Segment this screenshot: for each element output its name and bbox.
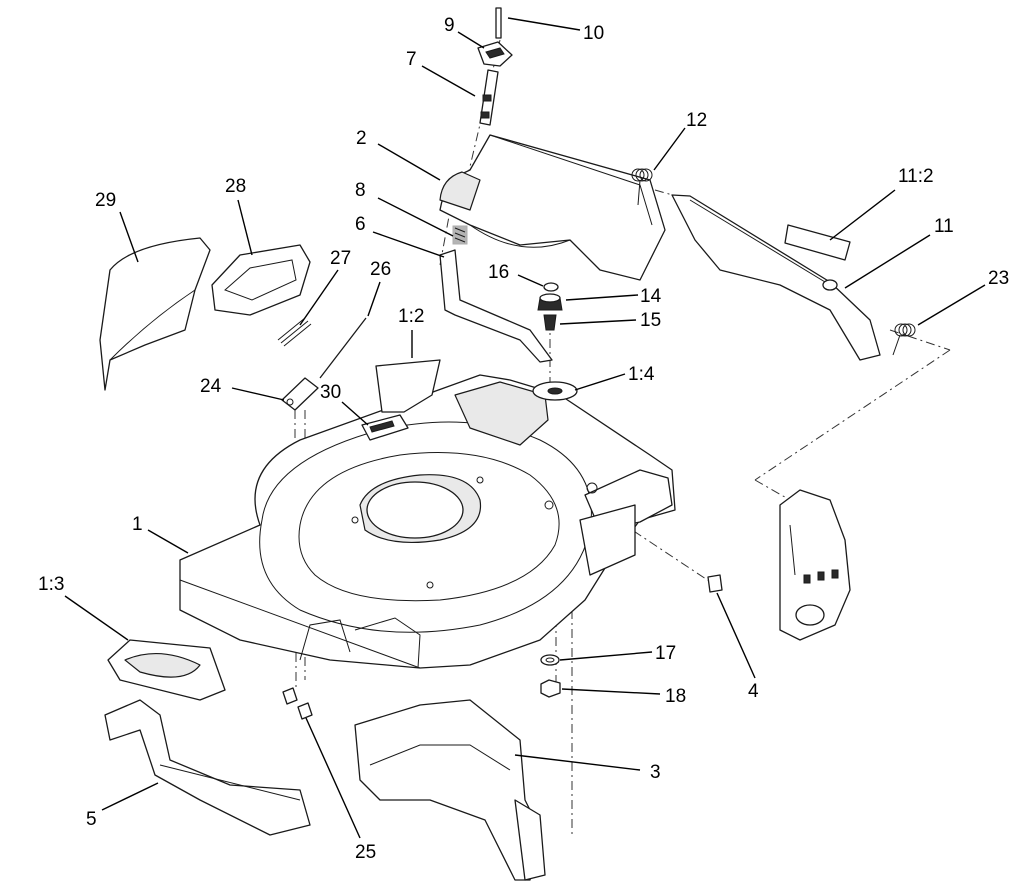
callout-17: 17	[655, 643, 676, 664]
cover-part-29	[99, 237, 211, 391]
callout-6: 6	[355, 214, 366, 235]
callout-1-4: 1:4	[628, 364, 655, 385]
pin-part-10	[495, 7, 502, 39]
callout-5: 5	[86, 809, 97, 830]
spring-part-23	[892, 323, 916, 356]
bracket-part-5	[104, 699, 311, 836]
shroud-part-2	[439, 134, 666, 281]
callout-15: 15	[640, 310, 661, 331]
callout-10: 10	[583, 23, 604, 44]
callout-24: 24	[200, 376, 222, 397]
callout-11: 11	[934, 216, 954, 237]
decal-part-1-2	[375, 359, 441, 413]
callout-labels: 10 9 7 2 12 11:2 8 29 28 6 11 27 26 16 2…	[38, 15, 1009, 863]
callout-25: 25	[355, 842, 376, 863]
callout-29: 29	[95, 190, 116, 211]
callout-27: 27	[330, 248, 351, 269]
callout-2: 2	[356, 128, 367, 149]
callout-12: 12	[686, 110, 707, 131]
callout-18: 18	[665, 686, 686, 707]
bushing-part-15	[543, 314, 557, 331]
callout-30: 30	[320, 382, 341, 403]
callout-11-2: 11:2	[898, 166, 934, 187]
callout-28: 28	[225, 176, 246, 197]
gear-part-14	[537, 293, 563, 311]
link-part-24	[281, 377, 319, 411]
label-part-30	[361, 414, 409, 441]
decal-part-1-3	[107, 639, 226, 701]
bracket-part-11	[671, 194, 881, 361]
spring-part-8	[452, 225, 468, 245]
plate-part-1-4	[532, 381, 578, 401]
callout-3: 3	[650, 762, 661, 783]
callout-7: 7	[406, 49, 417, 70]
bolt-part-4	[707, 574, 723, 593]
lever-part-6	[439, 249, 553, 363]
nut-part-18	[540, 679, 561, 698]
callout-8: 8	[355, 180, 366, 201]
spring-part-12	[631, 168, 653, 206]
bracket-part-28	[211, 244, 311, 316]
callout-leaders	[64, 17, 986, 839]
deck-part-1	[179, 374, 676, 669]
side-mount-bracket	[779, 489, 851, 641]
rod-part-7	[479, 69, 499, 126]
callout-1-2: 1:2	[398, 306, 424, 327]
nuts-part-25	[282, 687, 313, 720]
washer-part-16	[543, 282, 559, 292]
callout-1-3: 1:3	[38, 574, 64, 595]
decal-part-11-2	[784, 224, 851, 261]
spring-part-27	[277, 317, 312, 347]
callout-9: 9	[444, 15, 455, 36]
knob-part-9	[477, 41, 513, 67]
rod-part-26	[319, 317, 367, 379]
callout-26: 26	[370, 259, 391, 280]
callout-4: 4	[748, 681, 759, 702]
washer-part-17	[540, 654, 560, 666]
callout-1: 1	[132, 514, 143, 535]
chute-part-3	[354, 699, 546, 881]
callout-23: 23	[988, 268, 1009, 289]
callout-16: 16	[488, 262, 509, 283]
callout-14: 14	[640, 286, 662, 307]
